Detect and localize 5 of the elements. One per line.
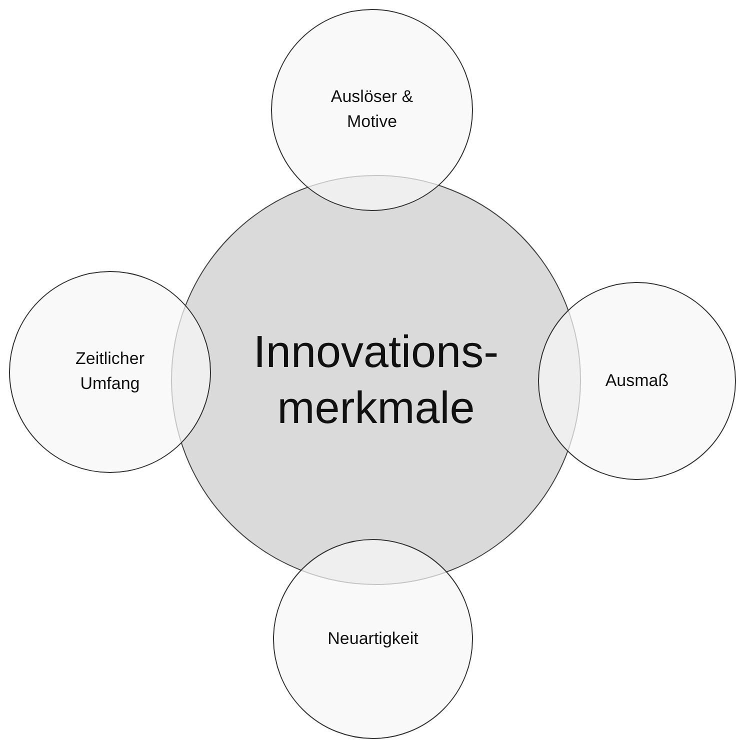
main-title: Innovations- merkmale bbox=[252, 324, 500, 435]
topic-label: Auslöser & Motive bbox=[330, 86, 414, 133]
topic-label: Zeitlicher Umfang bbox=[74, 348, 146, 395]
topic-label: Neuartigkeit bbox=[326, 628, 420, 650]
topic-label: Ausmaß bbox=[604, 370, 670, 392]
